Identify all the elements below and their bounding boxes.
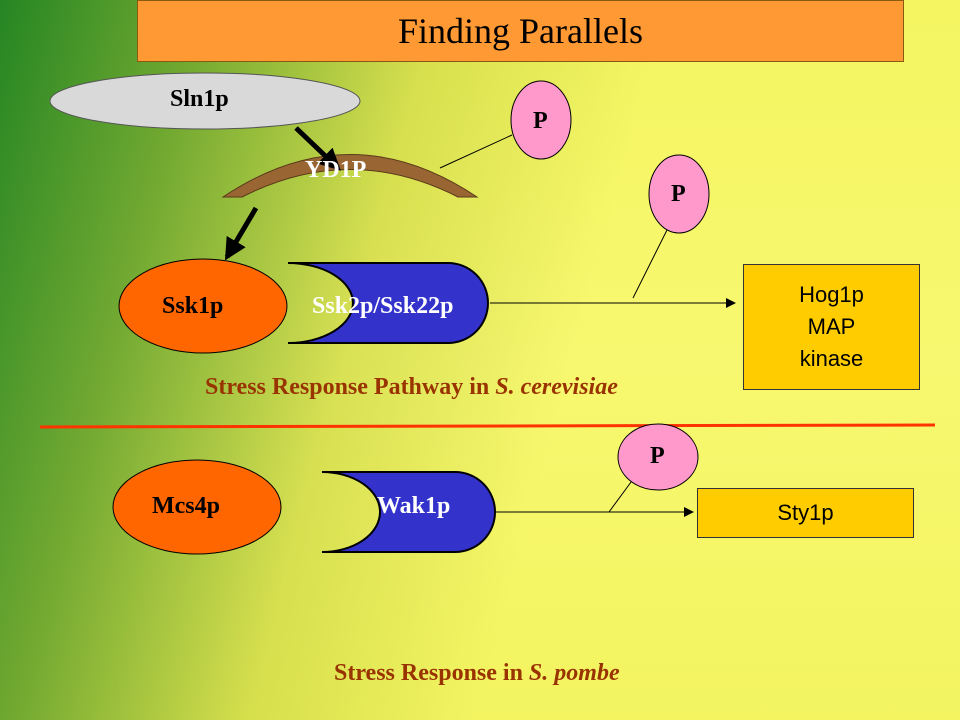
mcs4p-ellipse bbox=[112, 459, 282, 555]
slide-title: Finding Parallels bbox=[137, 0, 904, 62]
pombe-caption: Stress Response in S. pombe bbox=[334, 660, 620, 687]
phospho-circle-1 bbox=[510, 80, 572, 160]
sln1p-ellipse bbox=[49, 72, 361, 130]
hog1p-line-3: kinase bbox=[799, 346, 864, 371]
cerevisiae-caption-species: S. cerevisiae bbox=[495, 374, 618, 400]
phospho-circle-2 bbox=[648, 154, 710, 234]
phospho-label-1: P bbox=[533, 108, 548, 134]
yd1p-arc bbox=[221, 154, 479, 198]
sln1p-label: Sln1p bbox=[170, 86, 229, 112]
phospho-label-2: P bbox=[671, 181, 686, 207]
hog1p-line-2: MAP bbox=[807, 314, 856, 339]
phospho-line-2 bbox=[632, 227, 669, 299]
mcs4p-label: Mcs4p bbox=[152, 493, 220, 519]
yd1p-to-ssk1p-arrow bbox=[224, 206, 259, 261]
phospho-circle-3 bbox=[617, 423, 699, 491]
wak1p-shape bbox=[321, 471, 496, 553]
sty1p-box: Sty1p bbox=[697, 488, 914, 538]
cerevisiae-caption: Stress Response Pathway in S. cerevisiae bbox=[205, 374, 618, 401]
sty1p-label: Sty1p bbox=[777, 500, 834, 525]
pombe-caption-prefix: Stress Response in bbox=[334, 660, 529, 686]
yd1p-label: YD1P bbox=[305, 157, 367, 183]
hog1p-box: Hog1p MAP kinase bbox=[743, 264, 920, 390]
pombe-caption-species: S. pombe bbox=[528, 660, 620, 686]
ssk2p-shape bbox=[287, 262, 489, 344]
ssk2p-label: Ssk2p/Ssk22p bbox=[312, 293, 454, 319]
section-divider bbox=[39, 423, 936, 429]
sln1p-to-yd1p-arrow bbox=[294, 126, 341, 171]
wak1p-label: Wak1p bbox=[377, 493, 451, 519]
phospho-line-1 bbox=[439, 134, 513, 169]
hog1p-line-1: Hog1p bbox=[799, 282, 864, 307]
cerevisiae-caption-prefix: Stress Response Pathway in bbox=[205, 374, 496, 400]
ssk1p-ellipse bbox=[118, 258, 288, 354]
phospho-line-3 bbox=[608, 477, 635, 513]
ssk1p-label: Ssk1p bbox=[162, 293, 224, 319]
phospho-label-3: P bbox=[650, 443, 665, 469]
